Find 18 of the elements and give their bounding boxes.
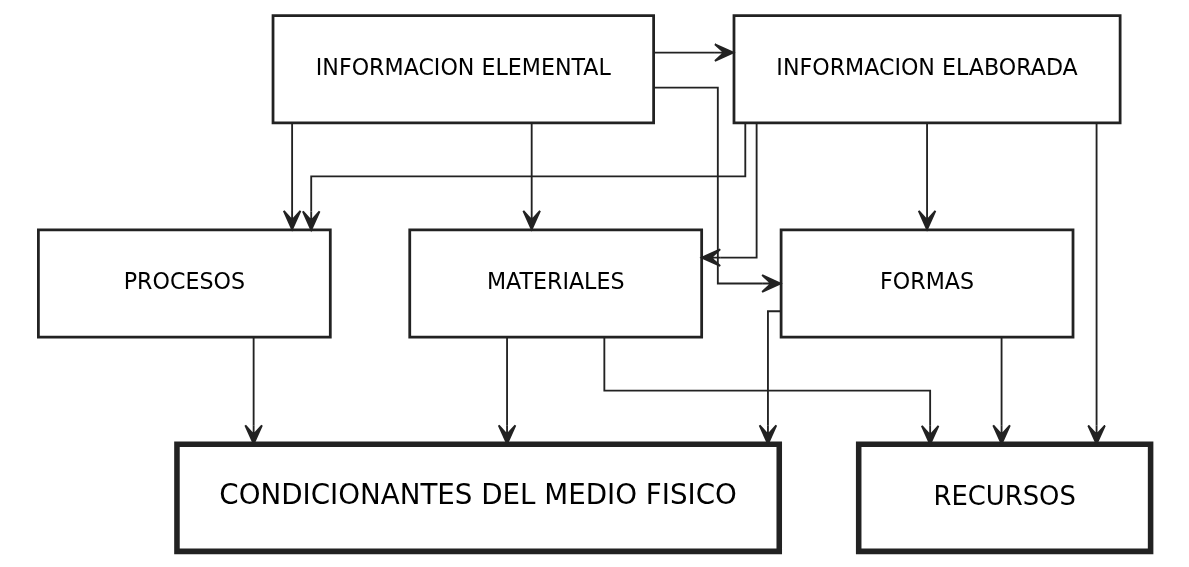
arrow [917, 122, 937, 231]
node-box: MATERIALES [408, 228, 704, 339]
arrow [522, 122, 541, 231]
arrow [653, 43, 735, 62]
node-box: FORMAS [779, 228, 1075, 339]
arrow [282, 122, 302, 231]
node-box: PROCESOS [37, 228, 332, 339]
arrow [992, 336, 1011, 445]
node-box: CONDICIONANTES DEL MEDIO FISICO [174, 441, 782, 555]
arrow [758, 310, 782, 445]
node-box: RECURSOS [855, 441, 1154, 555]
node-box: INFORMACION ELEMENTAL [271, 14, 655, 125]
arrow [1087, 122, 1106, 445]
arrow [301, 121, 747, 231]
arrow [653, 86, 782, 293]
node-box: INFORMACION ELABORADA [732, 14, 1122, 125]
arrow [244, 336, 263, 445]
arrow [497, 336, 517, 445]
